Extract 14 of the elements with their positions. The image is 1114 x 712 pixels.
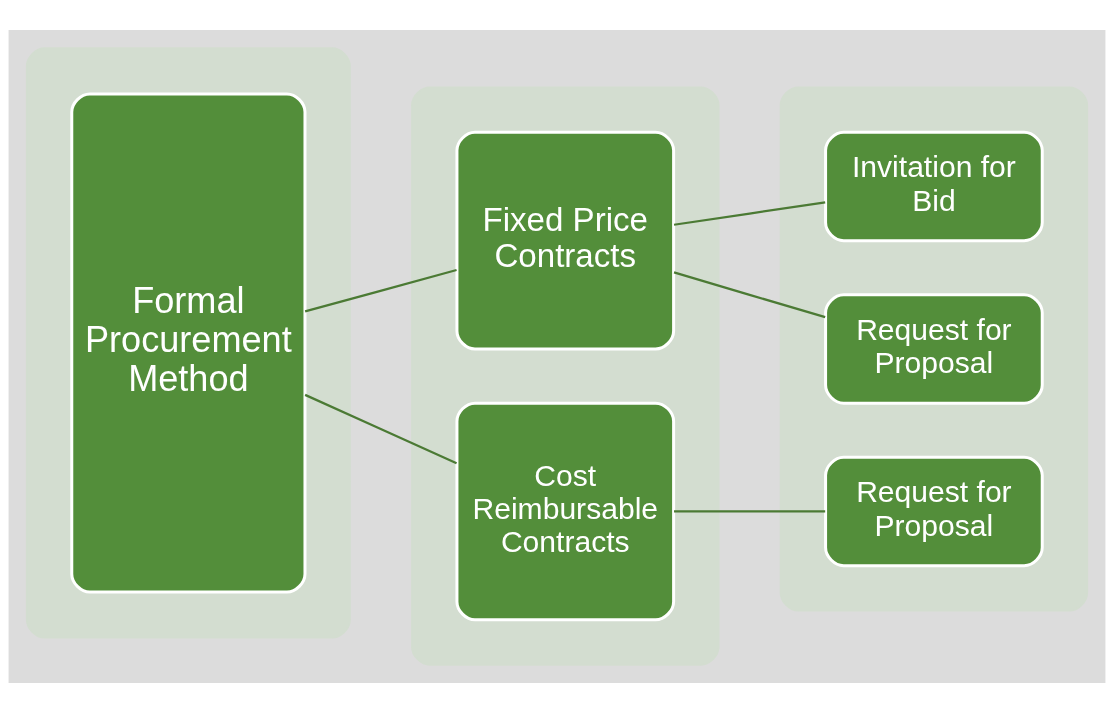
cluster: [411, 85, 720, 666]
node-box: Request for Proposal: [824, 455, 1044, 567]
cluster: [779, 85, 1089, 612]
connector: [304, 393, 458, 464]
node-box: Invitation for Bid: [824, 130, 1044, 242]
connector: [674, 509, 826, 513]
node-box: Fixed Price Contracts: [455, 130, 676, 350]
node-box: Request for Proposal: [824, 292, 1044, 405]
node-box: Cost Reimbursable Contracts: [455, 401, 676, 621]
connector: [673, 200, 826, 226]
cluster: [25, 46, 351, 639]
connector: [304, 268, 457, 312]
connector: [673, 270, 826, 318]
node-box: Formal Procurement Method: [70, 91, 307, 593]
